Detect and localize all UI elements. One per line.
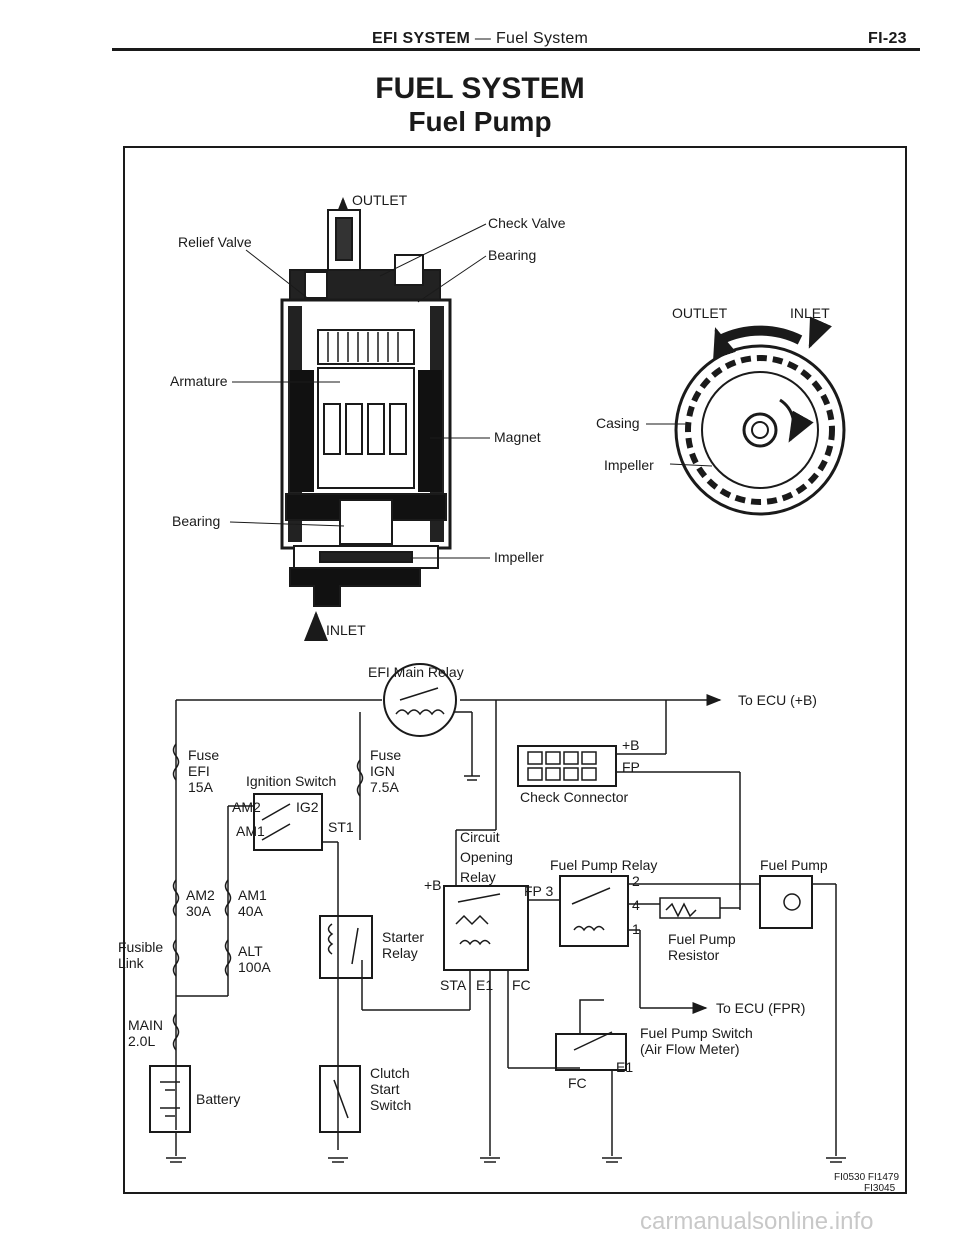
fuel-pump-relay-label: Fuel Pump Relay	[550, 857, 657, 873]
fusible-link-line1: Fusible	[118, 939, 163, 955]
circuit-opening-relay-line2: Opening	[460, 849, 513, 865]
watermark: carmanualsonline.info	[640, 1208, 874, 1235]
fuse-efi-line2: EFI	[188, 763, 210, 779]
impeller-end-view	[646, 316, 846, 516]
page-subtitle: Fuel Pump	[408, 106, 552, 137]
fuse-ign-line1: Fuse	[370, 747, 401, 763]
impeller-view-inlet-label: INLET	[790, 305, 830, 321]
bearing-bottom-label: Bearing	[172, 513, 220, 529]
fps-fc-terminal: FC	[568, 1075, 587, 1091]
fpr-terminal-1: 1	[632, 921, 640, 937]
fusible-alt-line1: ALT	[238, 943, 263, 959]
header-dash: —	[474, 30, 492, 47]
cor-plus-b-terminal: +B	[424, 877, 442, 893]
relief-valve-label: Relief Valve	[178, 234, 252, 250]
fusible-link-line2: Link	[118, 955, 145, 971]
fuel-pump-wiring-label: Fuel Pump	[760, 857, 828, 873]
running-header: EFI SYSTEM — Fuel System	[372, 30, 588, 48]
fusible-am2-line1: AM2	[186, 887, 215, 903]
to-ecu-b-label: To ECU (+B)	[738, 692, 817, 708]
fuse-ign-line3: 7.5A	[370, 779, 399, 795]
clutch-start-switch-line2: Start	[370, 1081, 400, 1097]
fuel-pump-cutaway	[280, 197, 452, 641]
figure-frame	[123, 146, 907, 1194]
check-connector-fp: FP	[622, 759, 640, 775]
fuse-ign-line2: IGN	[370, 763, 395, 779]
header-section: EFI SYSTEM	[372, 30, 471, 47]
main-fuse-line2: 2.0L	[128, 1033, 155, 1049]
check-connector-label: Check Connector	[520, 789, 629, 805]
casing-label: Casing	[596, 415, 640, 431]
fuel-pump-resistor-line1: Fuel Pump	[668, 931, 736, 947]
ignition-switch-label: Ignition Switch	[246, 773, 336, 789]
bearing-top-label: Bearing	[488, 247, 536, 263]
page-title: FUEL SYSTEM	[375, 72, 585, 105]
fpr-terminal-2: 2	[632, 873, 640, 889]
efi-main-relay-label: EFI Main Relay	[368, 664, 464, 680]
cor-sta-terminal: STA	[440, 977, 467, 993]
circuit-opening-relay-line3: Relay	[460, 869, 496, 885]
starter-relay-line2: Relay	[382, 945, 418, 961]
fuel-pump-switch-line1: Fuel Pump Switch	[640, 1025, 753, 1041]
pump-outlet-label: OUTLET	[352, 192, 408, 208]
st1-terminal-label: ST1	[328, 819, 354, 835]
check-connector-plus-b: +B	[622, 737, 640, 753]
battery-label: Battery	[196, 1091, 240, 1107]
fuel-pump-resistor-line2: Resistor	[668, 947, 720, 963]
ig2-terminal-label: IG2	[296, 799, 319, 815]
clutch-start-switch-line1: Clutch	[370, 1065, 410, 1081]
fpr-terminal-4: 4	[632, 897, 640, 913]
fuse-efi-line3: 15A	[188, 779, 214, 795]
pump-inlet-label: INLET	[326, 622, 366, 638]
fuel-pump-switch-line2: (Air Flow Meter)	[640, 1041, 740, 1057]
main-fuse-line1: MAIN	[128, 1017, 163, 1033]
figure-code-line1: FI0530 FI1479	[834, 1172, 899, 1183]
am1-terminal-label: AM1	[236, 823, 265, 839]
wiring-diagram	[149, 663, 846, 1163]
figure-code-line2: FI3045	[864, 1183, 896, 1194]
magnet-label: Magnet	[494, 429, 541, 445]
circuit-opening-relay-line1: Circuit	[460, 829, 500, 845]
starter-relay-line1: Starter	[382, 929, 424, 945]
check-valve-label: Check Valve	[488, 215, 566, 231]
fusible-am2-line2: 30A	[186, 903, 212, 919]
am2-terminal-label: AM2	[232, 799, 261, 815]
impeller-label: Impeller	[494, 549, 544, 565]
impeller-view-impeller-label: Impeller	[604, 457, 654, 473]
cor-fp3-terminal: FP 3	[524, 883, 554, 899]
header-subsection: Fuel System	[495, 30, 589, 47]
fuse-efi-line1: Fuse	[188, 747, 219, 763]
clutch-start-switch-line3: Switch	[370, 1097, 411, 1113]
armature-label: Armature	[170, 373, 228, 389]
fusible-alt-line2: 100A	[238, 959, 271, 975]
header-rule	[112, 48, 920, 51]
to-ecu-fpr-label: To ECU (FPR)	[716, 1000, 805, 1016]
fusible-am1-line2: 40A	[238, 903, 264, 919]
page-number: FI-23	[868, 30, 907, 47]
cor-fc-terminal: FC	[512, 977, 531, 993]
impeller-view-outlet-label: OUTLET	[672, 305, 728, 321]
fps-e1-terminal: E1	[616, 1059, 633, 1075]
fusible-am1-line1: AM1	[238, 887, 267, 903]
cor-e1-terminal: E1	[476, 977, 493, 993]
